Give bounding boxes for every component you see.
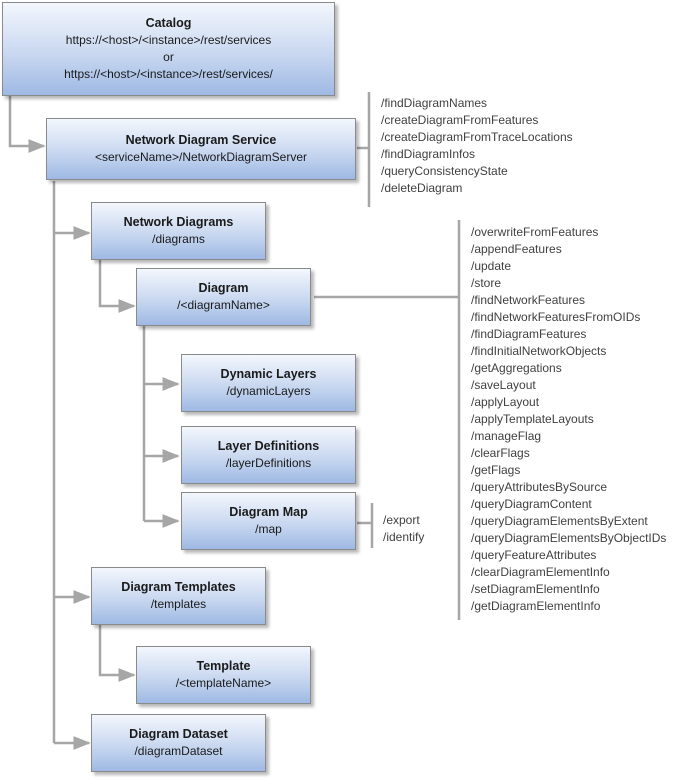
operation-item: /findDiagramFeatures: [471, 327, 587, 341]
operation-item: /queryFeatureAttributes: [471, 548, 597, 562]
connector-diagrams-diagram: [98, 260, 136, 313]
operation-item: /getDiagramElementInfo: [471, 599, 601, 613]
map-operations-list: /export /identify: [383, 512, 424, 546]
catalog-url-line: https://<host>/<instance>/rest/services: [65, 33, 272, 47]
operation-item: /saveLayout: [471, 378, 536, 392]
operation-item: /queryDiagramElementsByObjectIDs: [471, 531, 667, 545]
operation-item: /queryConsistencyState: [381, 164, 508, 178]
operation-item: /getAggregations: [471, 361, 562, 375]
node-title: Layer Definitions: [217, 439, 320, 453]
operation-item: /store: [471, 276, 502, 290]
operation-item: /clearFlags: [471, 446, 530, 460]
node-path: /layerDefinitions: [225, 456, 312, 470]
node-title: Dynamic Layers: [220, 367, 317, 381]
operation-item: /createDiagramFromFeatures: [381, 113, 539, 127]
node-path: /dynamicLayers: [226, 384, 311, 398]
operation-item: /queryDiagramElementsByExtent: [471, 514, 648, 528]
template-node: Template /<templateName>: [136, 646, 311, 704]
operation-item: /identify: [383, 530, 425, 544]
node-title: Network Diagram Service: [125, 133, 277, 147]
node-path: /diagramDataset: [134, 744, 223, 758]
catalog-title: Catalog: [145, 16, 192, 30]
node-title: Diagram: [198, 281, 249, 295]
operation-item: /update: [471, 259, 512, 273]
operation-item: /findNetworkFeatures: [471, 293, 586, 307]
diagram-templates-node: Diagram Templates /templates: [91, 567, 266, 625]
node-title: Network Diagrams: [123, 215, 234, 229]
node-path: /<diagramName>: [177, 298, 270, 312]
operation-item: /findInitialNetworkObjects: [471, 344, 607, 358]
catalog-or-line: or: [163, 50, 174, 64]
diagram-map-node: Diagram Map /map: [181, 492, 356, 550]
node-path: /diagrams: [152, 232, 205, 246]
operation-item: /export: [383, 513, 420, 527]
node-title: Diagram Map: [229, 505, 308, 519]
operation-item: /overwriteFromFeatures: [471, 225, 599, 239]
connector-templates-template: [98, 624, 136, 682]
operation-item: /manageFlag: [471, 429, 542, 443]
operation-item: /getFlags: [471, 463, 521, 477]
operation-item: /applyTemplateLayouts: [471, 412, 594, 426]
diagram-operations-list: /overwriteFromFeatures /appendFeatures /…: [471, 224, 666, 615]
operation-item: /findDiagramNames: [381, 96, 488, 110]
node-path: <serviceName>/NetworkDiagramServer: [94, 150, 308, 164]
diagram-dataset-node: Diagram Dataset /diagramDataset: [91, 714, 266, 772]
operation-item: /clearDiagramElementInfo: [471, 565, 610, 579]
operation-item: /deleteDiagram: [381, 181, 463, 195]
node-title: Diagram Templates: [121, 580, 236, 594]
dynamic-layers-node: Dynamic Layers /dynamicLayers: [181, 354, 356, 412]
catalog-url-line: https://<host>/<instance>/rest/services/: [64, 67, 273, 81]
node-title: Template: [196, 659, 251, 673]
network-diagrams-node: Network Diagrams /diagrams: [91, 202, 266, 260]
node-title: Diagram Dataset: [129, 727, 228, 741]
operation-item: /findDiagramInfos: [381, 147, 476, 161]
service-operations-list: /findDiagramNames /createDiagramFromFeat…: [381, 95, 573, 197]
operation-item: /appendFeatures: [471, 242, 562, 256]
operation-item: /findNetworkFeaturesFromOIDs: [471, 310, 641, 324]
operation-item: /applyLayout: [471, 395, 540, 409]
node-path: /templates: [150, 597, 207, 611]
node-path: /map: [255, 522, 282, 536]
operation-item: /setDiagramElementInfo: [471, 582, 600, 596]
operation-item: /createDiagramFromTraceLocations: [381, 130, 573, 144]
network-diagram-service-node: Network Diagram Service <serviceName>/Ne…: [46, 118, 356, 180]
catalog-node: Catalog https://<host>/<instance>/rest/s…: [2, 2, 335, 96]
connector-catalog-service: [8, 96, 46, 153]
operation-item: /queryAttributesBySource: [471, 480, 608, 494]
diagram-node: Diagram /<diagramName>: [136, 268, 311, 326]
node-path: /<templateName>: [175, 676, 272, 690]
operation-item: /queryDiagramContent: [471, 497, 592, 511]
layer-definitions-node: Layer Definitions /layerDefinitions: [181, 426, 356, 484]
